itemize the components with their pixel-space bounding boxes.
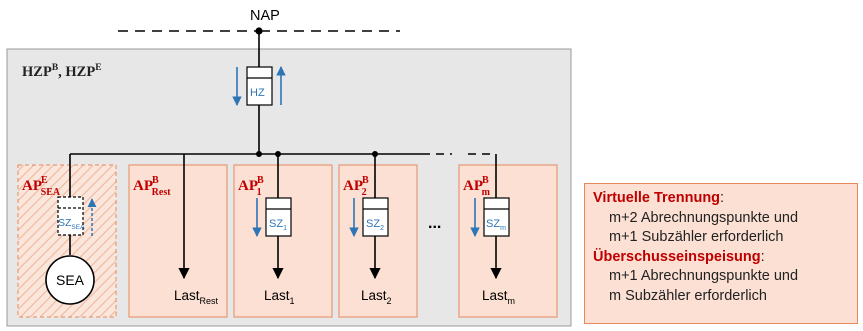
- branch-1-meter-label: SZ1: [269, 218, 287, 232]
- sea-meter-label: SZSEA: [58, 217, 85, 231]
- busbar-node-hz: [256, 151, 262, 157]
- branch-box-m: [458, 164, 558, 318]
- load-label-rest: LastRest: [174, 288, 219, 306]
- nap-label: NAP: [250, 8, 280, 24]
- note-heading-virtual: Virtuelle Trennung:: [593, 190, 725, 206]
- branch-1-meter: [265, 197, 292, 237]
- branch-box-2: [338, 164, 418, 318]
- load-label-m: Lastm: [482, 288, 515, 306]
- hzp-label: HZPB, HZPE: [22, 63, 102, 80]
- main-meter-label: HZ: [250, 87, 265, 99]
- sea-generator: [45, 255, 95, 305]
- sea-generator-label: SEA: [56, 272, 85, 288]
- branch-ellipsis: ...: [428, 215, 441, 232]
- info-note: Virtuelle Trennung: m+2 Abrechnungspunkt…: [584, 183, 858, 324]
- note-line-1b: m+1 Subzähler erforderlich: [609, 229, 784, 246]
- note-line-1a: m+2 Abrechnungspunkte und: [609, 209, 799, 226]
- note-line-2b: m Subzähler erforderlich: [609, 287, 767, 304]
- branch-m-meter-label: SZm: [486, 218, 506, 232]
- sea-meter: [57, 196, 84, 236]
- load-label-2: Last2: [361, 288, 392, 306]
- branch-2-meter-label: SZ2: [366, 218, 384, 232]
- note-heading-surplus: Überschusseinspeisung:: [593, 248, 765, 265]
- note-line-2a: m+1 Abrechnungspunkte und: [609, 268, 799, 285]
- main-meter: HZ: [246, 66, 273, 106]
- branch-box-rest: [128, 164, 228, 318]
- branch-box-1: [233, 164, 333, 318]
- branch-m-meter: [483, 197, 510, 237]
- branch-2-meter: [362, 197, 389, 237]
- load-label-1: Last1: [264, 288, 295, 306]
